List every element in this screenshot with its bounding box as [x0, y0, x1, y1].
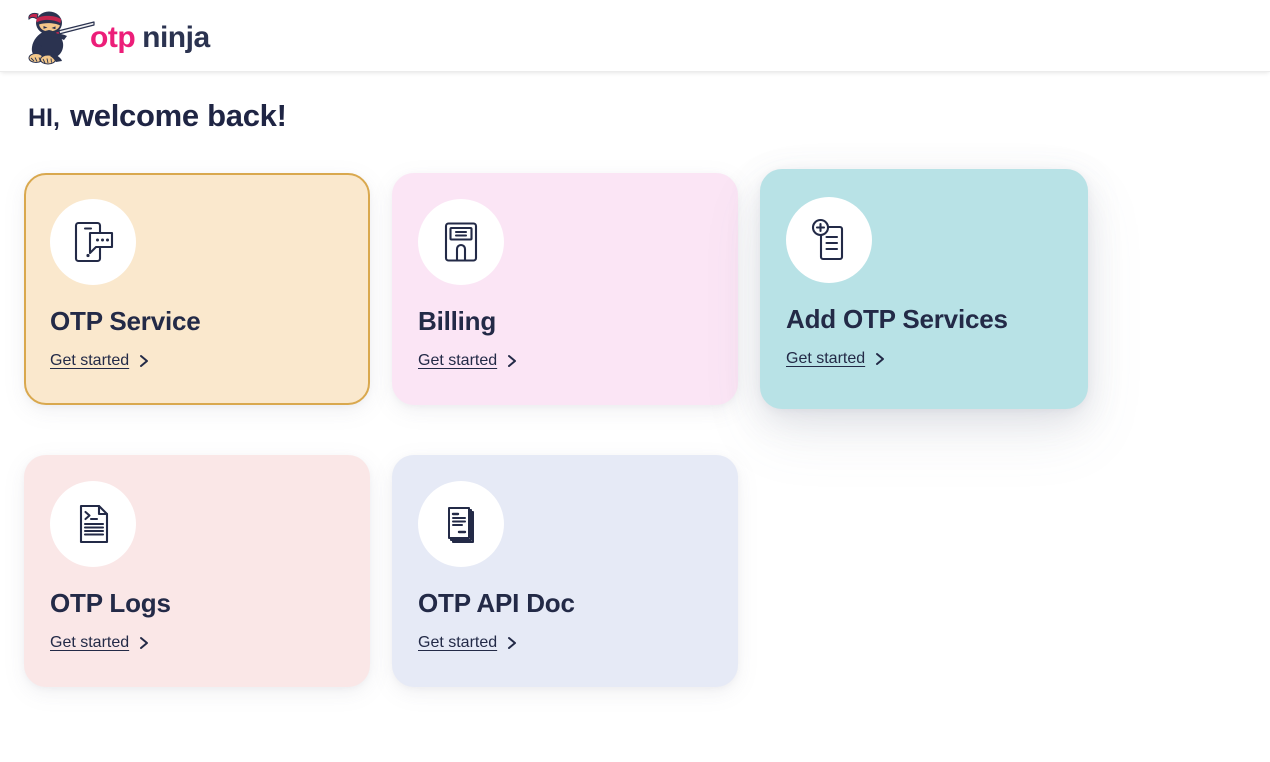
- document-add-icon: [786, 197, 872, 283]
- card-title: Add OTP Services: [786, 304, 1008, 334]
- card-otp-api-doc[interactable]: OTP API Doc Get started: [392, 455, 738, 687]
- get-started-label: Get started: [418, 633, 498, 651]
- ninja-logo-icon: [28, 11, 95, 64]
- get-started-label: Get started: [50, 633, 130, 651]
- chevron-right-icon: [874, 351, 886, 367]
- terminal-document-icon: [50, 481, 136, 567]
- service-card-grid: OTP Service Get started Billing: [24, 169, 1088, 687]
- brand-word-otp: otp: [90, 20, 136, 54]
- card-title: OTP Logs: [50, 588, 171, 618]
- chevron-right-icon: [506, 353, 518, 369]
- card-title: OTP Service: [50, 306, 201, 336]
- card-title: OTP API Doc: [418, 588, 575, 618]
- phone-chat-icon: [50, 199, 136, 285]
- card-billing[interactable]: Billing Get started: [392, 173, 738, 405]
- card-add-otp-services[interactable]: Add OTP Services Get started: [760, 169, 1088, 409]
- get-started-link[interactable]: Get started: [786, 350, 886, 368]
- card-title: Billing: [418, 306, 497, 336]
- brand-word-ninja: ninja: [142, 20, 210, 54]
- greeting-message: welcome back!: [69, 98, 287, 133]
- get-started-label: Get started: [50, 351, 130, 369]
- chevron-right-icon: [506, 635, 518, 651]
- card-otp-service[interactable]: OTP Service Get started: [24, 173, 370, 405]
- stacked-documents-icon: [418, 481, 504, 567]
- chevron-right-icon: [138, 353, 150, 369]
- page-content: HI, welcome back! OTP Service Get starte…: [0, 72, 1270, 762]
- greeting-salutation: HI,: [28, 104, 60, 132]
- get-started-label: Get started: [418, 351, 498, 369]
- bank-building-icon: [418, 199, 504, 285]
- get-started-link[interactable]: Get started: [418, 352, 518, 370]
- get-started-link[interactable]: Get started: [418, 634, 518, 652]
- get-started-link[interactable]: Get started: [50, 634, 150, 652]
- get-started-link[interactable]: Get started: [50, 352, 150, 370]
- welcome-heading: HI, welcome back!: [0, 72, 1270, 134]
- card-otp-logs[interactable]: OTP Logs Get started: [24, 455, 370, 687]
- get-started-label: Get started: [786, 349, 866, 367]
- chevron-right-icon: [138, 635, 150, 651]
